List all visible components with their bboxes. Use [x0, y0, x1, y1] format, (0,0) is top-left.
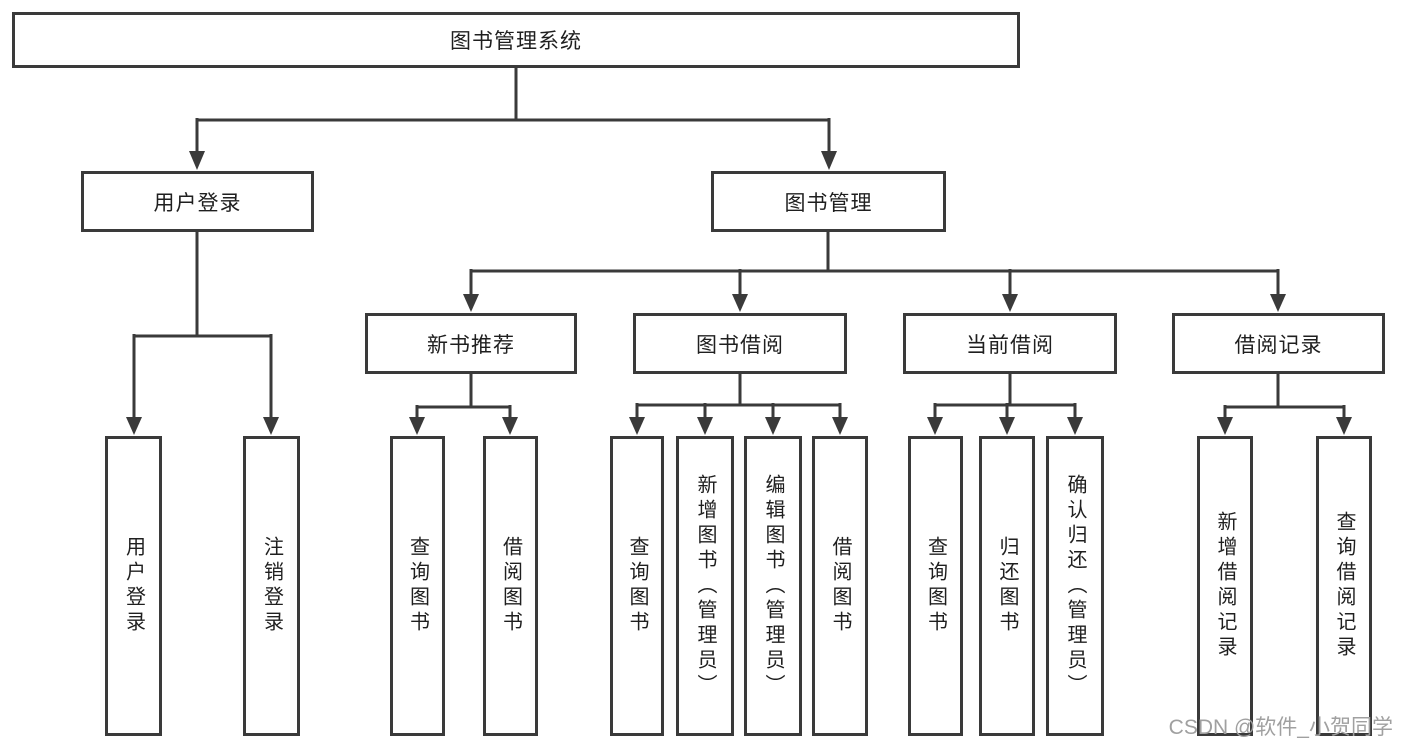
node-new-book-recommendation: 新书推荐 — [365, 313, 577, 374]
node-label: 编辑图书（管理员） — [762, 473, 784, 699]
connector-new-book-rec — [409, 374, 518, 435]
node-label: 查询图书 — [406, 536, 429, 636]
node-label: 新增借阅记录 — [1214, 511, 1236, 661]
leaf-user-login: 用户登录 — [105, 436, 162, 736]
node-label: 查询借阅记录 — [1333, 511, 1355, 661]
watermark: CSDN @软件_小贺同学 — [1168, 716, 1393, 739]
node-label: 查询图书 — [924, 536, 947, 636]
leaf-borrow-borrow-books: 借阅图书 — [812, 436, 868, 736]
leaf-records-query-record: 查询借阅记录 — [1316, 436, 1372, 736]
node-label: 新增图书（管理员） — [694, 473, 716, 699]
leaf-current-query-books: 查询图书 — [908, 436, 963, 736]
node-label: 确认归还（管理员） — [1064, 473, 1086, 699]
node-current-borrowing: 当前借阅 — [903, 313, 1117, 374]
node-label: 归还图书 — [996, 536, 1018, 636]
connector-book-management — [463, 232, 1286, 312]
connector-root — [189, 67, 837, 170]
leaf-current-return-books: 归还图书 — [979, 436, 1035, 736]
leaf-logout: 注销登录 — [243, 436, 300, 736]
node-book-management: 图书管理 — [711, 171, 946, 232]
node-label: 用户登录 — [122, 536, 145, 636]
node-book-borrowing: 图书借阅 — [633, 313, 847, 374]
leaf-current-confirm-return-admin: 确认归还（管理员） — [1046, 436, 1104, 736]
node-library-system: 图书管理系统 — [12, 12, 1020, 68]
leaf-borrow-edit-books-admin: 编辑图书（管理员） — [744, 436, 802, 736]
node-label: 借阅图书 — [829, 536, 851, 636]
node-label: 查询图书 — [626, 536, 648, 636]
leaf-borrow-query-books: 查询图书 — [610, 436, 664, 736]
leaf-rec-borrow-books: 借阅图书 — [483, 436, 538, 736]
node-label: 注销登录 — [260, 536, 283, 636]
connector-user-login — [126, 232, 279, 435]
leaf-borrow-add-books-admin: 新增图书（管理员） — [676, 436, 734, 736]
connector-borrowing-records — [1217, 374, 1352, 435]
connector-current-borrowing — [927, 374, 1083, 435]
leaf-records-add-record: 新增借阅记录 — [1197, 436, 1253, 736]
leaf-rec-query-books: 查询图书 — [390, 436, 445, 736]
node-user-login: 用户登录 — [81, 171, 314, 232]
node-borrowing-records: 借阅记录 — [1172, 313, 1385, 374]
connector-book-borrowing — [629, 374, 848, 435]
node-label: 借阅图书 — [499, 536, 522, 636]
